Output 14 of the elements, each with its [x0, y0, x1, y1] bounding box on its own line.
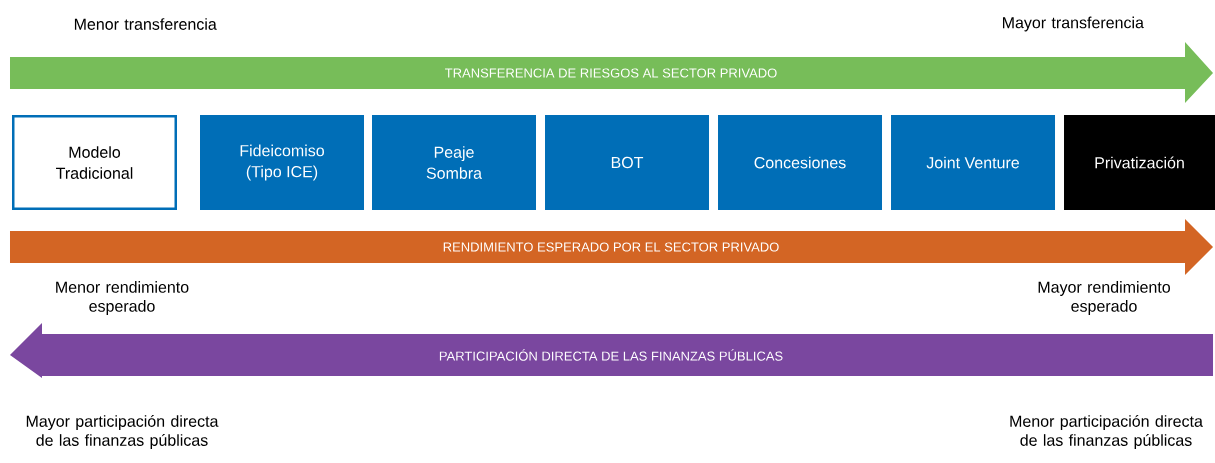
model-box: Privatización	[1064, 115, 1215, 210]
arrow-band: TRANSFERENCIA DE RIESGOS AL SECTOR PRIVADO	[10, 42, 1213, 103]
end-label: Mayor rendimiento esperado	[1038, 281, 1170, 315]
arrow-band: RENDIMIENTO ESPERADO POR EL SECTOR PRIVADO	[10, 219, 1213, 275]
model-box: Peaje Sombra	[372, 115, 536, 210]
model-box: BOT	[545, 115, 709, 210]
model-box: Modelo Tradicional	[12, 115, 177, 210]
end-label: Menor participación directa de las finanzas públicas	[1010, 414, 1203, 450]
model-box: Concesiones	[718, 115, 882, 210]
end-label: Mayor participación directa de las finanzas públicas	[26, 414, 219, 450]
arrow-band: PARTICIPACIÓN DIRECTA DE LAS FINANZAS PÚBLICAS	[10, 323, 1213, 378]
end-label: Menor rendimiento esperado	[56, 281, 189, 315]
model-box: Fideicomiso (Tipo ICE)	[200, 115, 364, 210]
model-box: Joint Venture	[891, 115, 1055, 210]
